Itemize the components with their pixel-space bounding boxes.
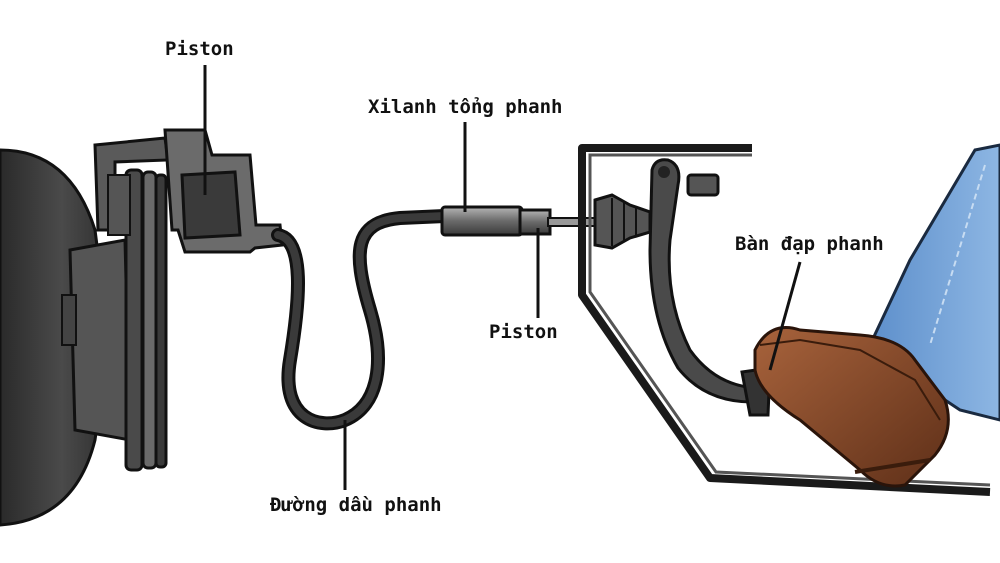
wheel <box>0 148 132 527</box>
master-cylinder <box>440 205 604 237</box>
hub-bolt <box>61 294 77 346</box>
label-brake-line: Đường dầu phanh <box>270 494 442 516</box>
label-caliper-piston: Piston <box>165 38 234 60</box>
caliper-piston <box>180 170 242 240</box>
pedal-frame <box>578 144 991 496</box>
boot <box>753 326 950 488</box>
label-master-piston: Piston <box>489 321 558 343</box>
brake-pedal-arm <box>648 158 772 417</box>
leader-brake-pedal <box>768 261 802 371</box>
brake-caliper <box>93 128 284 254</box>
brake-disc <box>124 168 168 472</box>
label-brake-pedal: Bàn đạp phanh <box>735 233 884 255</box>
master-piston <box>518 208 552 236</box>
leader-lines <box>203 65 802 490</box>
hub <box>68 238 132 442</box>
label-master-cylinder: Xilanh tổng phanh <box>368 96 563 118</box>
